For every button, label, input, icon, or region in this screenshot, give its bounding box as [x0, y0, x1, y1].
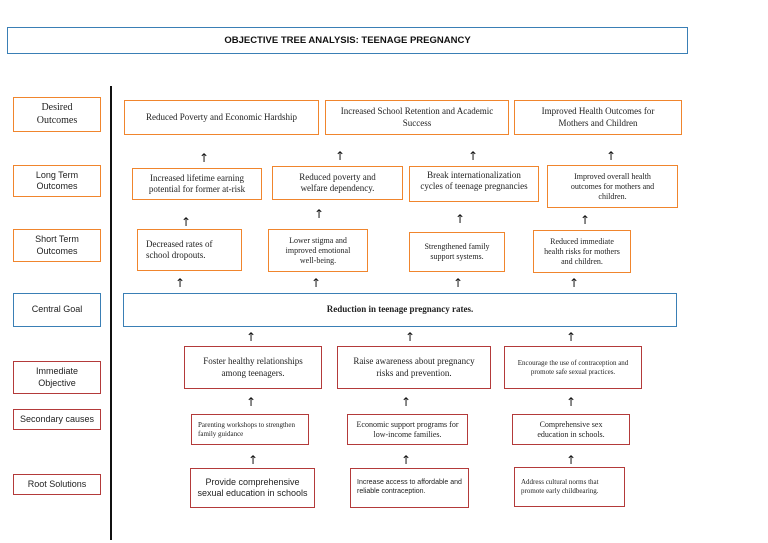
- secondary-cause-parenting: Parenting workshops to strengthen family…: [191, 414, 309, 445]
- arrow-up: ↑: [566, 330, 577, 344]
- long-term-cycles: Break internationalization cycles of tee…: [409, 166, 539, 202]
- arrow-up: ↑: [580, 213, 591, 227]
- immediate-objective-awareness: Raise awareness about pregnancy risks an…: [337, 346, 491, 389]
- arrow-up: ↑: [566, 395, 577, 409]
- row-label-short-term: Short Term Outcomes: [13, 229, 101, 262]
- arrow-up: ↑: [401, 395, 412, 409]
- arrow-up: ↑: [246, 395, 257, 409]
- row-label-immediate: Immediate Objective: [13, 361, 101, 394]
- arrow-up: ↑: [453, 276, 464, 290]
- desired-outcome-poverty: Reduced Poverty and Economic Hardship: [124, 100, 319, 135]
- diagram-title: OBJECTIVE TREE ANALYSIS: TEENAGE PREGNAN…: [7, 27, 688, 54]
- arrow-up: ↑: [199, 151, 210, 165]
- row-label-root: Root Solutions: [13, 474, 101, 495]
- row-label-secondary: Secondary causes: [13, 409, 101, 430]
- secondary-cause-economic: Economic support programs for low-income…: [347, 414, 468, 445]
- arrow-up: ↑: [455, 212, 466, 226]
- secondary-cause-sex-education: Comprehensive sex education in schools.: [512, 414, 630, 445]
- arrow-up: ↑: [175, 276, 186, 290]
- long-term-poverty: Reduced poverty and welfare dependency.: [272, 166, 403, 200]
- short-term-dropouts: Decreased rates of school dropouts.: [137, 229, 242, 271]
- arrow-up: ↑: [181, 215, 192, 229]
- immediate-objective-contraception: Encourage the use of contraception and p…: [504, 346, 642, 389]
- central-goal: Reduction in teenage pregnancy rates.: [123, 293, 677, 327]
- long-term-earning: Increased lifetime earning potential for…: [132, 168, 262, 200]
- short-term-health: Reduced immediate health risks for mothe…: [533, 230, 631, 273]
- arrow-up: ↑: [566, 453, 577, 467]
- row-label-long-term: Long Term Outcomes: [13, 165, 101, 197]
- arrow-up: ↑: [314, 207, 325, 221]
- desired-outcome-school: Increased School Retention and Academic …: [325, 100, 509, 135]
- short-term-stigma: Lower stigma and improved emotional well…: [268, 229, 368, 272]
- arrow-up: ↑: [246, 330, 257, 344]
- desired-outcome-health: Improved Health Outcomes for Mothers and…: [514, 100, 682, 135]
- immediate-objective-relationships: Foster healthy relationships among teena…: [184, 346, 322, 389]
- arrow-up: ↑: [311, 276, 322, 290]
- arrow-up: ↑: [405, 330, 416, 344]
- root-solution-sex-education: Provide comprehensive sexual education i…: [190, 468, 315, 508]
- row-label-desired: Desired Outcomes: [13, 97, 101, 132]
- arrow-up: ↑: [468, 149, 479, 163]
- arrow-up: ↑: [248, 453, 259, 467]
- root-solution-contraception: Increase access to affordable and reliab…: [350, 468, 469, 508]
- arrow-up: ↑: [335, 149, 346, 163]
- short-term-family: Strengthened family support systems.: [409, 232, 505, 272]
- arrow-up: ↑: [606, 149, 617, 163]
- row-label-central-goal: Central Goal: [13, 293, 101, 327]
- arrow-up: ↑: [569, 276, 580, 290]
- divider-line: [110, 86, 112, 540]
- root-solution-cultural-norms: Address cultural norms that promote earl…: [514, 467, 625, 507]
- arrow-up: ↑: [401, 453, 412, 467]
- long-term-health: Improved overall health outcomes for mot…: [547, 165, 678, 208]
